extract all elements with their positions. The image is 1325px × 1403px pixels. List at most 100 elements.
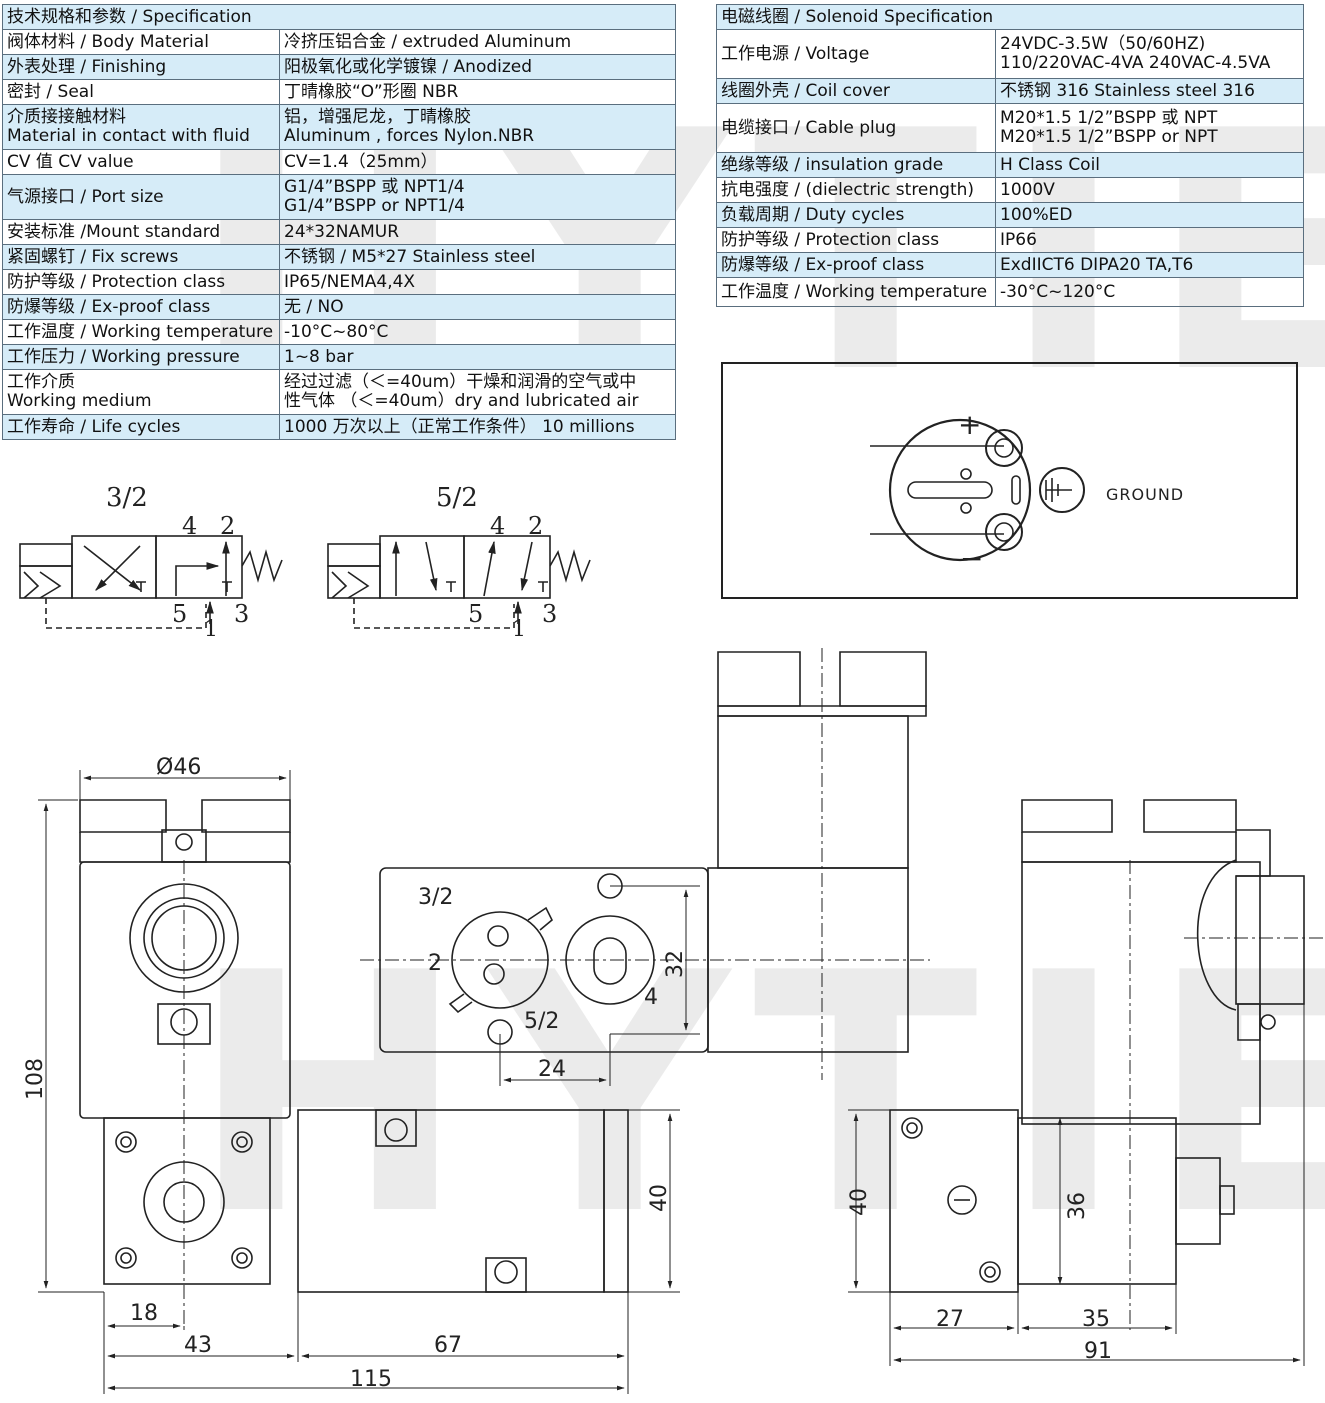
schematic-3-2-title: 3/2 [106, 483, 148, 513]
face-label-5-2: 5/2 [524, 1009, 559, 1034]
spec-label: 阀体材料 / Body Material [2, 29, 280, 55]
spec-value: 丁晴橡胶“O”形圈 NBR [279, 79, 676, 105]
dim-40-front: 40 [647, 1184, 672, 1212]
schematic-5-2-port5: 5 [468, 600, 483, 628]
spec-label: 工作电源 / Voltage [716, 29, 996, 79]
schematic-5-2-port3: 3 [542, 600, 557, 628]
dim-43: 43 [184, 1333, 212, 1358]
spec-label: 工作温度 / Working temperature [2, 319, 280, 345]
spec-value: 阳极氧化或化学镀镍 / Anodized [279, 54, 676, 80]
spec-label: 防护等级 / Protection class [716, 227, 996, 253]
spec-value: -10°C~80°C [279, 319, 676, 345]
dim-18: 18 [130, 1301, 158, 1326]
dim-diameter-46: Ø46 [156, 755, 201, 780]
spec-table-left: 技术规格和参数 / Specification 阀体材料 / Body Mate… [2, 4, 676, 440]
ground-label: GROUND [1106, 485, 1184, 504]
plus-terminal-label: + [958, 408, 981, 441]
spec-label: 防爆等级 / Ex-proof class [716, 252, 996, 278]
spec-label: 工作压力 / Working pressure [2, 344, 280, 370]
spec-value: 冷挤压铝合金 / extruded Aluminum [279, 29, 676, 55]
dim-35: 35 [1082, 1307, 1110, 1332]
minus-terminal-label: − [960, 542, 983, 575]
spec-label: 防护等级 / Protection class [2, 269, 280, 295]
dim-36: 36 [1065, 1192, 1090, 1220]
table-row: 工作温度 / Working temperature-10°C~80°C [2, 319, 676, 345]
schematic-3-2 [19, 535, 283, 629]
spec-value: IP65/NEMA4,4X [279, 269, 676, 295]
connector-diagram [721, 362, 1298, 599]
spec-value: G1/4”BSPP 或 NPT1/4 G1/4”BSPP or NPT1/4 [279, 174, 676, 220]
schematic-3-2-port1: 1 [204, 617, 218, 642]
spec-value: 不锈钢 / M5*27 Stainless steel [279, 244, 676, 270]
table-row: 工作温度 / Working temperature-30°C~120°C [716, 277, 1304, 307]
dim-27: 27 [936, 1307, 964, 1332]
spec-value: -30°C~120°C [995, 277, 1304, 307]
schematic-5-2-port1: 1 [512, 617, 526, 642]
spec-label: 外表处理 / Finishing [2, 54, 280, 80]
spec-label: 介质接接触材料 Material in contact with fluid [2, 104, 280, 150]
spec-label: 抗电强度 / (dielectric strength) [716, 177, 996, 203]
dim-32: 32 [663, 950, 688, 978]
spec-label: 防爆等级 / Ex-proof class [2, 294, 280, 320]
spec-value: 无 / NO [279, 294, 676, 320]
schematic-3-2-port4: 4 [182, 512, 197, 540]
spec-value: 经过过滤（＜=40um）干燥和润滑的空气或中 性气体 （＜=40um）dry a… [279, 369, 676, 415]
top-view-drawing [360, 648, 930, 1086]
spec-label: 密封 / Seal [2, 79, 280, 105]
face-label-3-2: 3/2 [418, 885, 453, 910]
spec-value: 铝，增强尼龙，丁晴橡胶 Aluminum , forces Nylon.NBR [279, 104, 676, 150]
dim-115: 115 [350, 1367, 392, 1392]
schematic-5-2-title: 5/2 [436, 483, 478, 513]
schematic-5-2-port4: 4 [490, 512, 505, 540]
dim-40-side: 40 [847, 1188, 872, 1216]
spec-label: 工作寿命 / Life cycles [2, 414, 280, 440]
spec-value: H Class Coil [995, 152, 1304, 178]
spec-label: 工作温度 / Working temperature [716, 277, 996, 307]
spec-value: 1000 万次以上（正常工作条件） 10 millions [279, 414, 676, 440]
spec-label: 紧固螺钉 / Fix screws [2, 244, 280, 270]
spec-value: 1~8 bar [279, 344, 676, 370]
dim-91: 91 [1084, 1339, 1112, 1364]
schematic-5-2 [327, 535, 591, 629]
spec-label: 气源接口 / Port size [2, 174, 280, 220]
front-view-drawing [38, 770, 680, 1394]
spec-value: ExdIICT6 DIPA20 TA,T6 [995, 252, 1304, 278]
face-port-4: 4 [644, 985, 658, 1010]
side-view-drawing [848, 799, 1325, 1366]
spec-value: 24VDC-3.5W（50/60HZ) 110/220VAC-4VA 240VA… [995, 29, 1304, 79]
schematic-3-2-port3: 3 [234, 600, 249, 628]
spec-value: 不锈钢 316 Stainless steel 316 [995, 78, 1304, 104]
spec-value: CV=1.4（25mm） [279, 149, 676, 175]
spec_left-header: 技术规格和参数 / Specification [2, 4, 676, 30]
dim-108: 108 [23, 1058, 48, 1100]
dim-24: 24 [538, 1057, 566, 1082]
spec-label: 线圈外壳 / Coil cover [716, 78, 996, 104]
face-port-2: 2 [428, 951, 442, 976]
schematic-3-2-port2: 2 [220, 512, 235, 540]
dim-67: 67 [434, 1333, 462, 1358]
schematic-3-2-port5: 5 [172, 600, 187, 628]
spec-label: 负载周期 / Duty cycles [716, 202, 996, 228]
spec-label: 电缆接口 / Cable plug [716, 103, 996, 153]
spec-label: 绝缘等级 / insulation grade [716, 152, 996, 178]
schematic-5-2-port2: 2 [528, 512, 543, 540]
